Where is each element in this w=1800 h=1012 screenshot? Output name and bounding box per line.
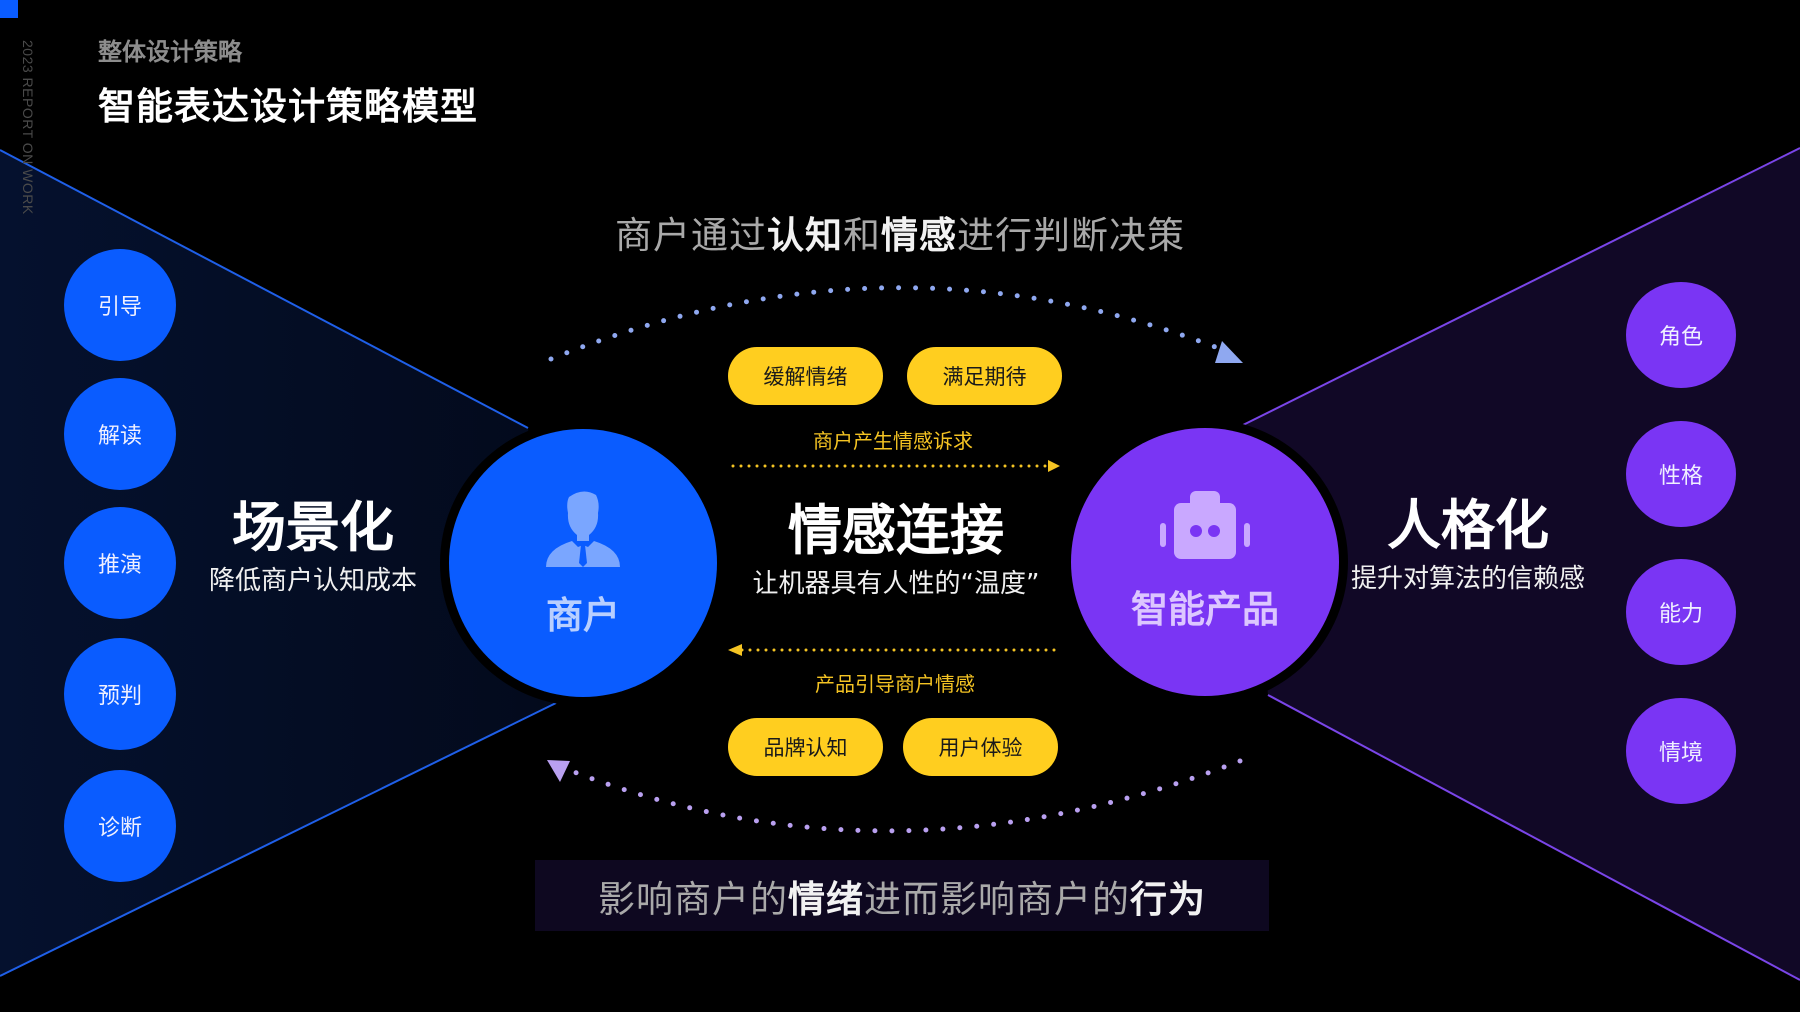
item-label: 解读 bbox=[97, 424, 142, 449]
left-item-guide: 引导 bbox=[64, 249, 176, 361]
item-label: 推演 bbox=[97, 553, 142, 578]
bottom-arc-arrowhead-icon bbox=[547, 760, 570, 782]
pill-label: 缓解情绪 bbox=[763, 365, 848, 389]
left-panel-label: 场景化 降低商户认知成本 bbox=[183, 497, 443, 599]
item-label: 角色 bbox=[1658, 325, 1703, 350]
pill-brand-awareness: 品牌认知 bbox=[728, 718, 883, 776]
right-item-role: 角色 bbox=[1626, 282, 1736, 388]
right-panel-subheading: 提升对算法的信赖感 bbox=[1350, 564, 1585, 594]
pill-meet-expectation: 满足期待 bbox=[907, 347, 1062, 405]
top-flow-label: 商户产生情感诉求 bbox=[813, 429, 973, 453]
pill-soothe-emotion: 缓解情绪 bbox=[728, 347, 883, 405]
right-arrowhead-icon bbox=[1048, 460, 1060, 472]
pill-label: 品牌认知 bbox=[763, 736, 848, 760]
heading-text: 商户通过 bbox=[615, 214, 767, 257]
bottom-flow-label: 产品引导商户情感 bbox=[815, 672, 975, 696]
heading-text: 进行判断决策 bbox=[957, 214, 1185, 257]
right-item-personality: 性格 bbox=[1626, 421, 1736, 527]
left-wedge-top-edge bbox=[0, 149, 529, 429]
right-item-capability: 能力 bbox=[1626, 559, 1736, 665]
pill-label: 用户体验 bbox=[938, 736, 1023, 760]
product-hub: 智能产品 bbox=[1071, 428, 1339, 696]
left-panel-subheading: 降低商户认知成本 bbox=[208, 566, 417, 596]
bottom-banner: 影响商户的情绪进而影响商户的行为 bbox=[535, 860, 1269, 931]
top-dotted-arc bbox=[548, 285, 1231, 362]
section-subtitle: 整体设计策略 bbox=[98, 38, 242, 66]
left-item-diagnose: 诊断 bbox=[64, 770, 176, 882]
pill-user-experience: 用户体验 bbox=[903, 718, 1058, 776]
pill-label: 满足期待 bbox=[942, 365, 1027, 389]
banner-emphasis-emotion: 情绪 bbox=[788, 877, 864, 921]
product-hub-label: 智能产品 bbox=[1131, 588, 1279, 631]
right-panel-heading: 人格化 bbox=[1387, 494, 1549, 557]
robot-icon bbox=[1160, 491, 1250, 559]
merchant-hub: 商户 bbox=[449, 429, 717, 697]
banner-text: 影响商户的 bbox=[598, 877, 788, 921]
item-label: 诊断 bbox=[97, 816, 142, 841]
center-heading: 情感连接 bbox=[788, 499, 1004, 562]
right-wedge-top-edge bbox=[1242, 147, 1800, 426]
person-icon bbox=[546, 491, 620, 567]
item-label: 引导 bbox=[97, 295, 142, 320]
banner-emphasis-behavior: 行为 bbox=[1130, 877, 1206, 921]
corner-mark bbox=[0, 0, 18, 18]
heading-emphasis-cognition: 认知 bbox=[767, 214, 843, 257]
left-item-deduce: 推演 bbox=[64, 507, 176, 619]
left-panel-heading: 场景化 bbox=[232, 496, 394, 559]
item-label: 情境 bbox=[1658, 741, 1703, 766]
top-arc-arrowhead-icon bbox=[1215, 341, 1243, 363]
left-arrowhead-icon bbox=[728, 644, 742, 656]
right-item-context: 情境 bbox=[1626, 698, 1736, 804]
center-label: 情感连接 让机器具有人性的“温度” bbox=[650, 500, 1142, 602]
left-item-interpret: 解读 bbox=[64, 378, 176, 490]
merchant-hub-label: 商户 bbox=[546, 594, 620, 637]
heading-emphasis-emotion: 情感 bbox=[881, 214, 957, 257]
bottom-dotted-arc bbox=[571, 758, 1243, 834]
item-label: 预判 bbox=[97, 684, 142, 709]
center-subheading: 让机器具有人性的“温度” bbox=[752, 569, 1040, 599]
heading-text: 和 bbox=[843, 214, 881, 257]
vertical-report-text: 2023 REPORT ON WORK bbox=[20, 40, 36, 215]
item-label: 能力 bbox=[1658, 602, 1703, 627]
right-panel-label: 人格化 提升对算法的信赖感 bbox=[1333, 495, 1603, 597]
page-title: 智能表达设计策略模型 bbox=[98, 85, 478, 128]
banner-text: 进而影响商户的 bbox=[864, 877, 1130, 921]
top-heading: 商户通过认知和情感进行判断决策 bbox=[0, 205, 1800, 259]
left-wedge-bottom-edge bbox=[0, 702, 557, 977]
left-item-predict: 预判 bbox=[64, 638, 176, 750]
right-wedge-bottom-edge bbox=[1267, 694, 1800, 981]
item-label: 性格 bbox=[1658, 464, 1703, 489]
